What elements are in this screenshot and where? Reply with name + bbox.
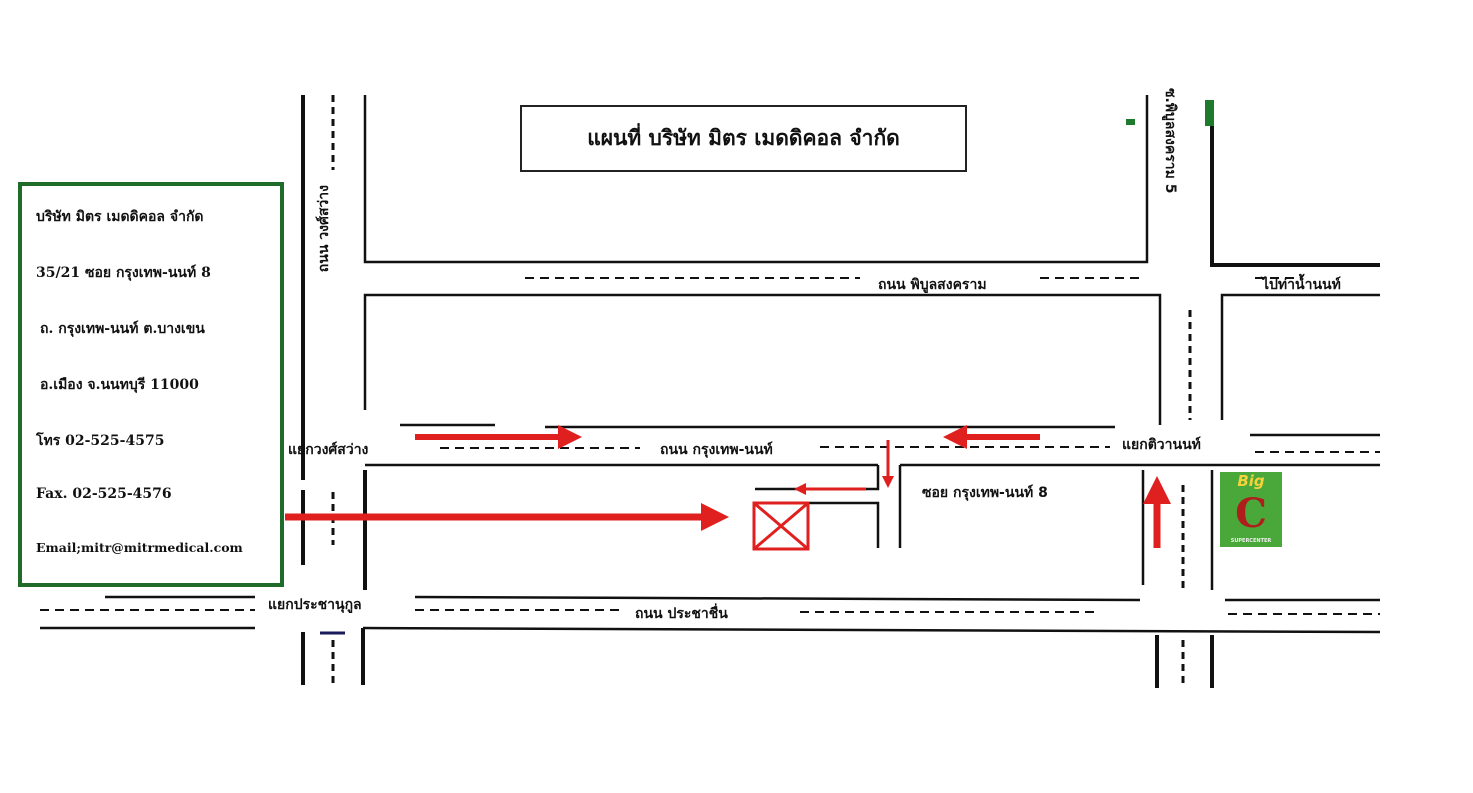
road-label-wongsawang: ถนน วงศ์สว่าง (315, 185, 332, 272)
company-name: บริษัท มิตร เมดดิคอล จำกัด (36, 209, 204, 225)
address-line-3: อ.เมือง จ.นนทบุรี 11000 (40, 377, 199, 393)
company-info-box: บริษัท มิตร เมดดิคอล จำกัด 35/21 ซอย กรุ… (18, 182, 284, 587)
intersection-tiwanon: แยกติวานนท์ (1122, 436, 1201, 453)
email: Email;mitr@mitrmedical.com (36, 540, 243, 555)
big-c-text: Big (1237, 472, 1265, 490)
route-arrows (285, 425, 1171, 548)
road-label-krungthep-non: ถนน กรุงเทพ-นนท์ (660, 441, 773, 458)
road-label-phibun-soi-5: ซ.พิบูลสงคราม 5 (1162, 88, 1178, 194)
big-c-subtext: SUPERCENTER (1230, 538, 1272, 544)
phone: โทร 02-525-4575 (36, 433, 165, 449)
road-label-soi-8: ซอย กรุงเทพ-นนท์ 8 (922, 484, 1048, 501)
map-title: แผนที่ บริษัท มิตร เมดดิคอล จำกัด (520, 105, 967, 172)
address-line-2: ถ. กรุงเทพ-นนท์ ต.บางเขน (40, 321, 205, 337)
big-c-logo: Big C SUPERCENTER (1220, 472, 1282, 547)
fax: Fax. 02-525-4576 (36, 486, 172, 502)
big-c-letter: C (1235, 490, 1267, 537)
company-location-marker (752, 501, 810, 551)
intersection-wongsawang: แยกวงศ์สว่าง (288, 441, 369, 458)
road-lines (40, 95, 1381, 688)
road-label-prachachuen: ถนน ประชาชื่น (635, 603, 728, 622)
road-label-phibun: ถนน พิบูลสงคราม (878, 277, 987, 293)
green-marker (1126, 119, 1135, 125)
intersection-prachanukul: แยกประชานุกูล (268, 597, 362, 613)
green-marker (1205, 100, 1214, 126)
road-label-to-tha-nam-non: ไปท่าน้ำนนท์ (1260, 273, 1341, 293)
address-line-1: 35/21 ซอย กรุงเทพ-นนท์ 8 (36, 265, 211, 281)
